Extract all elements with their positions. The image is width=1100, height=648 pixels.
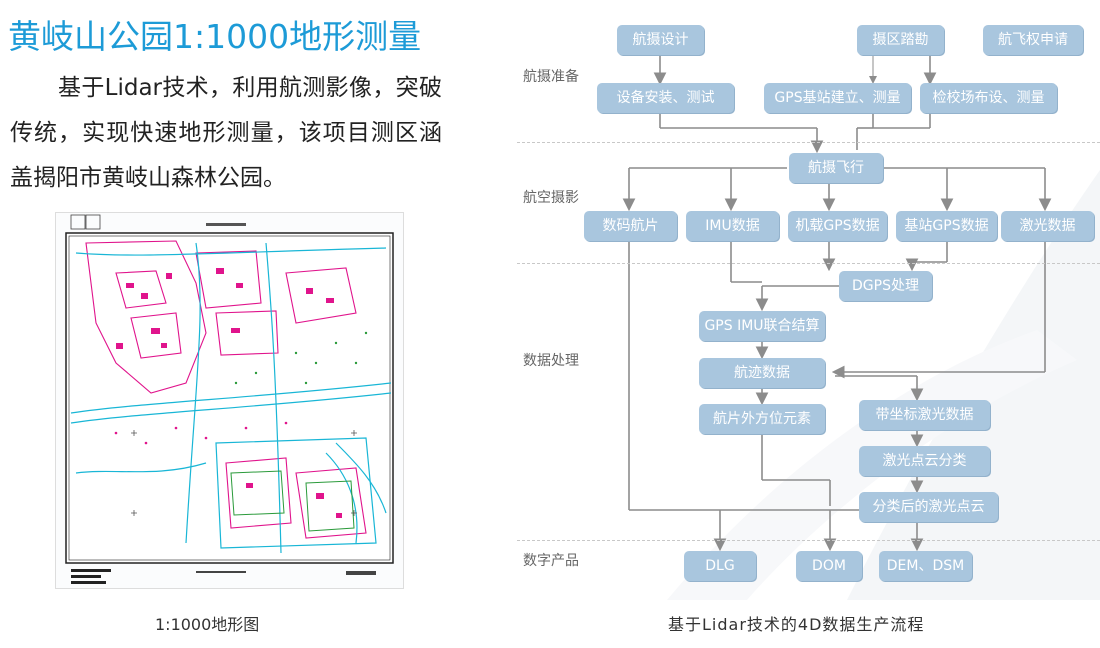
box-imu: IMU数据: [686, 211, 779, 241]
stage-divider: [517, 263, 1100, 264]
box-airborne-gps: 机载GPS数据: [788, 211, 887, 241]
stage-divider: [517, 142, 1100, 143]
box-coord-laser: 带坐标激光数据: [859, 400, 990, 430]
box-survey: 摄区踏勘: [857, 25, 944, 55]
stage-divider: [517, 540, 1100, 541]
stage-processing: 数据处理: [523, 353, 579, 369]
flow-caption: 基于Lidar技术的4D数据生产流程: [668, 615, 925, 634]
box-flight: 航摄飞行: [789, 153, 883, 183]
box-dgps: DGPS处理: [839, 271, 932, 301]
box-dom: DOM: [796, 551, 862, 581]
box-track: 航迹数据: [699, 358, 825, 388]
box-laser: 激光数据: [1001, 211, 1094, 241]
map-caption: 1:1000地形图: [155, 615, 260, 634]
workflow-diagram: 航摄准备 航空摄影 数据处理 数字产品 航摄设计 摄区踏勘 航飞权申请 设备安装…: [517, 0, 1100, 600]
page-title: 黄岐山公园1:1000地形测量: [8, 17, 422, 56]
box-design: 航摄设计: [617, 25, 704, 55]
box-dlg: DLG: [684, 551, 756, 581]
box-digital-photo: 数码航片: [584, 211, 677, 241]
box-install: 设备安装、测试: [597, 83, 734, 113]
stage-aerial: 航空摄影: [523, 190, 579, 206]
box-classify: 激光点云分类: [859, 446, 990, 476]
box-classified: 分类后的激光点云: [859, 492, 998, 522]
box-dem: DEM、DSM: [879, 551, 972, 581]
box-calib: 检校场布设、测量: [920, 83, 1057, 113]
box-gps-base: GPS基站建立、测量: [764, 83, 911, 113]
intro-paragraph: 基于Lidar技术，利用航测影像，突破传统，实现快速地形测量，该项目测区涵盖揭阳…: [10, 75, 442, 191]
stage-products: 数字产品: [523, 553, 579, 569]
box-permit: 航飞权申请: [983, 25, 1083, 55]
stage-prep: 航摄准备: [523, 69, 579, 85]
box-base-gps: 基站GPS数据: [896, 211, 997, 241]
topographic-map: [55, 212, 404, 589]
box-gps-imu: GPS IMU联合结算: [699, 311, 825, 341]
box-exterior: 航片外方位元素: [699, 404, 825, 434]
